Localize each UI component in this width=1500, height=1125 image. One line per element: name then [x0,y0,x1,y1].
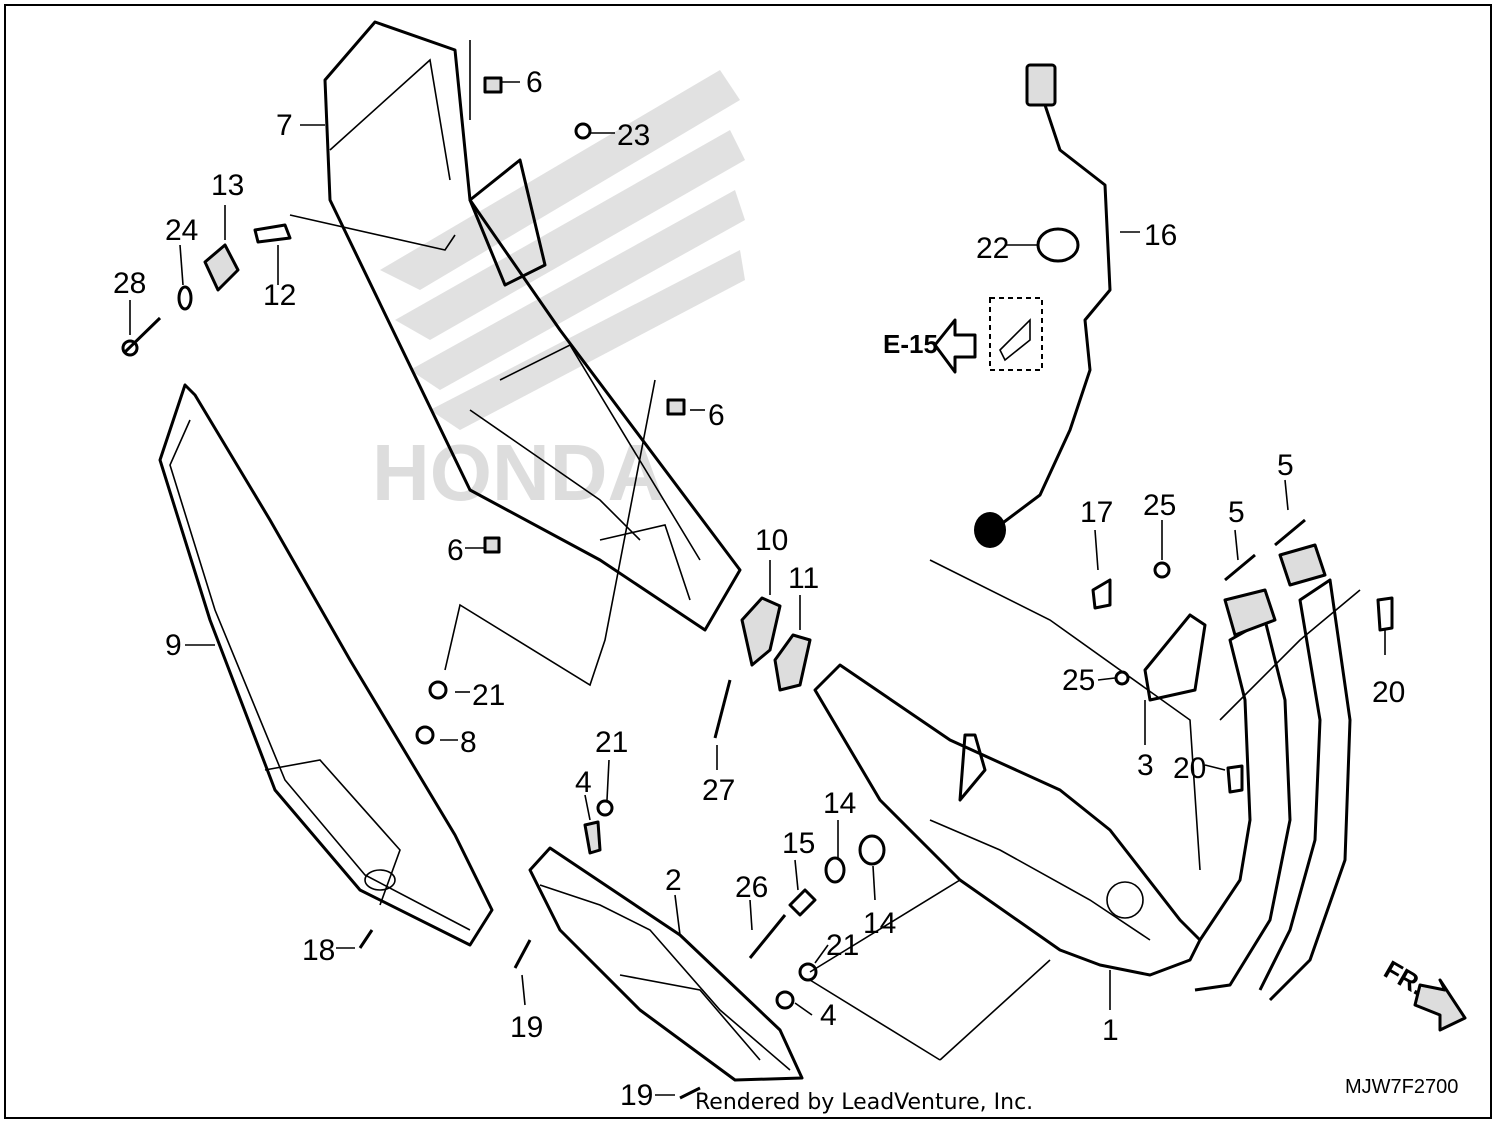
callout-labels: 1 2 3 4 4 5 5 6 6 6 7 8 9 10 11 12 13 14… [113,66,1405,1112]
callout-14b: 14 [863,907,896,940]
callout-5b: 5 [1277,449,1294,482]
callout-5a: 5 [1228,496,1245,529]
callout-13: 13 [211,169,244,202]
drawing-code: MJW7F2700 [1345,1076,1458,1098]
callout-16: 16 [1144,219,1177,252]
part-2-lower-protector [528,846,804,1082]
front-arrow: FR. [1379,954,1467,1032]
callout-6c: 6 [447,534,464,567]
callout-19b: 19 [620,1079,653,1112]
callout-27: 27 [702,774,735,807]
callout-25b: 25 [1062,664,1095,697]
callout-26: 26 [735,871,768,904]
watermark-logo-text: HONDA [372,428,665,517]
part-16-sensor-harness [974,63,1112,548]
callout-19a: 19 [510,1011,543,1044]
part-11-gasket [773,633,812,692]
callout-14a: 14 [823,787,856,820]
diagram-border [4,4,1492,1119]
small-hardware [121,76,1394,1100]
callout-20a: 20 [1372,676,1405,709]
callout-20b: 20 [1173,752,1206,785]
callout-28: 28 [113,267,146,300]
part-10-gasket [740,596,782,667]
reference-label: E-15 [883,329,938,359]
callout-12: 12 [263,279,296,312]
callout-24: 24 [165,214,198,247]
callout-10: 10 [755,524,788,557]
callout-3: 3 [1137,749,1154,782]
callout-1: 1 [1102,1014,1119,1047]
callout-8: 8 [460,726,477,759]
callout-9: 9 [165,629,182,662]
callout-25a: 25 [1143,489,1176,522]
callout-22: 22 [976,232,1009,265]
callout-18: 18 [302,934,335,967]
part-9-side-cover [158,383,494,947]
callout-17: 17 [1080,496,1113,529]
callout-6a: 6 [526,66,543,99]
callout-15: 15 [782,827,815,860]
e15-reference: E-15 [883,297,1043,374]
part-22-clip [1036,227,1080,263]
part-1-muffler-body [813,543,1352,1002]
callout-21c: 21 [826,929,859,962]
callout-23: 23 [617,119,650,152]
credit-text: Rendered by LeadVenture, Inc. [695,1090,1034,1115]
callout-2: 2 [665,864,682,897]
callout-6b: 6 [708,399,725,432]
honda-wing-watermark: HONDA [372,70,745,517]
callout-7: 7 [276,109,293,142]
callout-4b: 4 [820,999,837,1032]
leader-lines [129,40,1386,1096]
callout-21a: 21 [472,679,505,712]
callout-11: 11 [788,562,819,595]
callout-21b: 21 [595,726,628,759]
callout-4a: 4 [575,766,592,799]
